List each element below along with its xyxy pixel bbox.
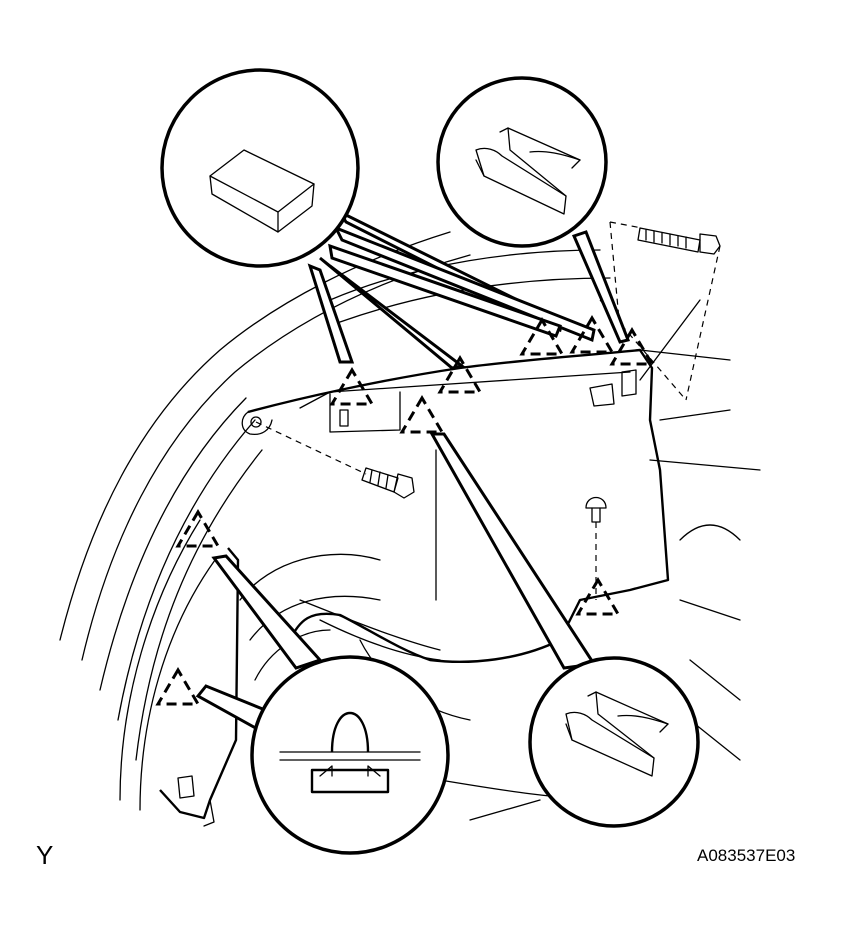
clip-triangle-marker-icon bbox=[609, 327, 655, 366]
detail-circle-upper-left bbox=[160, 68, 360, 268]
clip-triangle-marker-icon bbox=[175, 509, 221, 548]
clip-triangle-marker-icon bbox=[519, 317, 565, 356]
clip-triangle-marker-icon bbox=[569, 315, 615, 354]
clip-triangle-marker-icon bbox=[155, 667, 201, 706]
clip-triangle-marker-icon bbox=[329, 367, 375, 406]
clip-triangle-marker-icon bbox=[575, 577, 621, 616]
view-direction-label: Y bbox=[36, 840, 54, 870]
quarter-trim-panel bbox=[159, 348, 670, 827]
callout-leaders bbox=[195, 208, 631, 739]
upper-bolt-icon bbox=[637, 227, 721, 255]
detail-circle-lower-center bbox=[250, 655, 450, 855]
clip-triangle-marker-icon bbox=[399, 395, 445, 434]
clip-pin-icon bbox=[585, 496, 607, 523]
figure-code-label: A083537E03 bbox=[697, 846, 796, 865]
detail-circle-lower-right bbox=[528, 656, 700, 828]
vehicle-body-outline bbox=[59, 231, 761, 821]
clip-markers bbox=[155, 315, 655, 706]
lower-bolt-icon bbox=[361, 467, 415, 499]
clip-triangle-marker-icon bbox=[437, 355, 483, 394]
detail-circle-upper-right bbox=[436, 76, 608, 248]
